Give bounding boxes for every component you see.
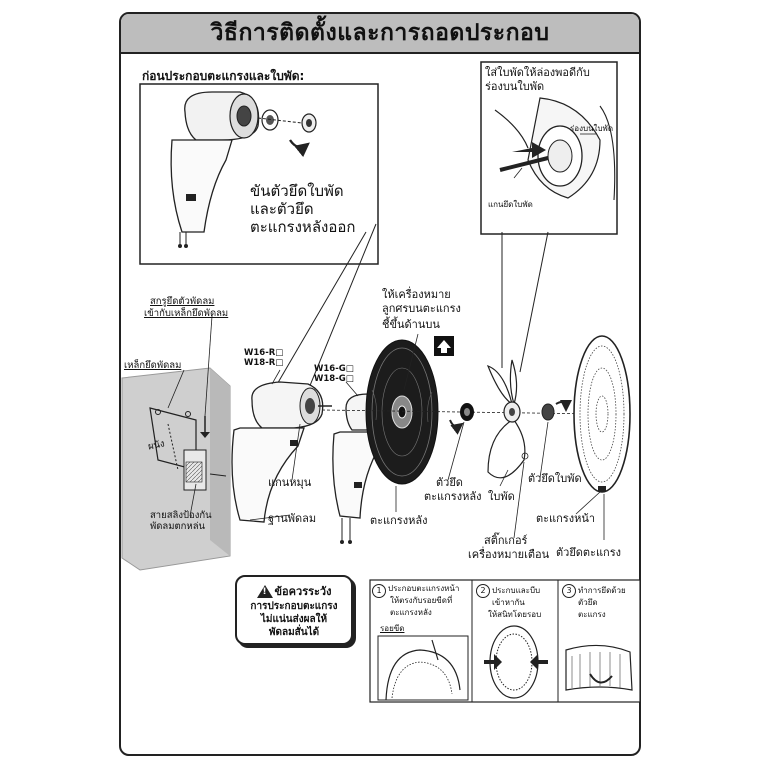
callout-line [519, 231, 549, 373]
sticker-label-line1: สติ๊กเกอร์ [484, 534, 528, 547]
step-2-line3: ให้สนิทโดยรอบ [488, 610, 542, 619]
align-mark-line2: ลูกศรบนตะแกรง [382, 302, 461, 315]
model-r-line1: W16-R□ [244, 348, 284, 358]
rear-guard-nut-label-line1: ตัวยึด [436, 476, 463, 489]
blade-label: ใบพัด [488, 490, 515, 503]
strap-label-line1: สายสลิงป้องกัน [150, 510, 212, 521]
label-leaders [167, 315, 605, 540]
step-1-line2: ให้ตรงกับรอยขีดที่ [390, 596, 453, 605]
caution-line2: ไม่แน่นส่งผลให้ [260, 614, 328, 625]
remove-instruction-line2: และตัวยึด [250, 200, 314, 218]
caution-head: ข้อควรระวัง [274, 585, 332, 598]
callout-line [299, 223, 377, 411]
caution-box: ข้อควรระวัง การประกอบตะแกรง ไม่แน่นส่งผล… [235, 575, 353, 645]
blade-nut-drawing [541, 399, 572, 421]
motor-head-drawing [170, 91, 317, 248]
model-g-line2: W18-G□ [314, 374, 354, 384]
step-1-number: 1 [372, 584, 386, 598]
step-3-line1: ทำการยึดด้วย [578, 586, 626, 595]
caution-line3: พัดลมสั่นได้ [268, 627, 320, 638]
bracket-label: เหล็กยึดพัดลม [124, 360, 182, 371]
spindle-label: แกนหมุน [268, 476, 312, 489]
caution-line1: การประกอบตะแกรง [250, 601, 338, 612]
step-1-line3: ตะแกรงหลัง [390, 608, 432, 617]
guard-clip-label: ตัวยึดตะแกรง [556, 546, 621, 559]
blade-fit-heading-line1: ใส่ใบพัดให้ล่องพอดีกับ [485, 66, 590, 79]
rear-guard-nut-label-line2: ตะแกรงหลัง [424, 490, 482, 503]
step-1-line1: ประกอบตะแกรงหน้า [388, 584, 460, 593]
shaft-label: แกนยึดใบพัด [488, 200, 533, 209]
page-title: วิธีการติดตั้งและการถอดประกอบ [210, 20, 550, 46]
remove-instruction-line3: ตะแกรงหลังออก [250, 218, 356, 236]
step-3-line2: ตัวยึด [578, 598, 598, 607]
front-guard-drawing [573, 335, 631, 493]
inset-heading: ก่อนประกอบตะแกรงและใบพัด: [142, 69, 305, 83]
step-2-line2: เข้าหากัน [492, 598, 525, 607]
base-label: ฐานพัดลม [268, 512, 317, 525]
model-r-line2: W18-R□ [244, 358, 284, 368]
screw-label-line2: เข้ากับเหล็กยึดพัดลม [144, 308, 229, 319]
remove-instruction-line1: ขันตัวยึดใบพัด [250, 182, 344, 200]
up-arrow-icon [434, 336, 454, 356]
step-3-number: 3 [562, 584, 576, 598]
blade-drawing [486, 359, 529, 479]
rear-guard-drawing [365, 339, 439, 485]
model-g-line1: W16-G□ [314, 364, 354, 374]
fan-body-r [231, 381, 332, 523]
insert-arrow-icon [512, 142, 546, 158]
rear-guard-nut-drawing [449, 403, 474, 435]
sticker-label-line2: เครื่องหมายเตือน [468, 548, 550, 561]
screw-label-line1: สกรูยึดตัวพัดลม [150, 296, 215, 307]
slot-label: ร่องบนใบพัด [570, 124, 614, 133]
steps-panel [369, 579, 641, 703]
align-mark-line3: ชี้ขึ้นด้านบน [382, 318, 440, 331]
title-bar: วิธีการติดตั้งและการถอดประกอบ [121, 14, 639, 54]
wall-panel [121, 367, 231, 571]
rear-guard-label: ตะแกรงหลัง [370, 514, 428, 527]
step-3-line3: ตะแกรง [578, 610, 606, 619]
front-guard-label: ตะแกรงหน้า [536, 512, 596, 525]
strap-label-line2: พัดลมตกหล่น [150, 521, 206, 532]
callout-line [261, 231, 367, 411]
rotate-arrow-icon [289, 139, 310, 158]
blade-hub-drawing [494, 97, 616, 201]
warning-icon [256, 584, 273, 598]
step-2-number: 2 [476, 584, 490, 598]
step-1-mark-label: รอยขีด [380, 624, 405, 633]
step-2-line1: ประกบและบีบ [492, 586, 541, 595]
align-mark-line1: ให้เครื่องหมาย [382, 288, 451, 301]
blade-nut-label: ตัวยึดใบพัด [528, 472, 582, 485]
blade-fit-heading-line2: ร่องบนใบพัด [485, 80, 545, 93]
